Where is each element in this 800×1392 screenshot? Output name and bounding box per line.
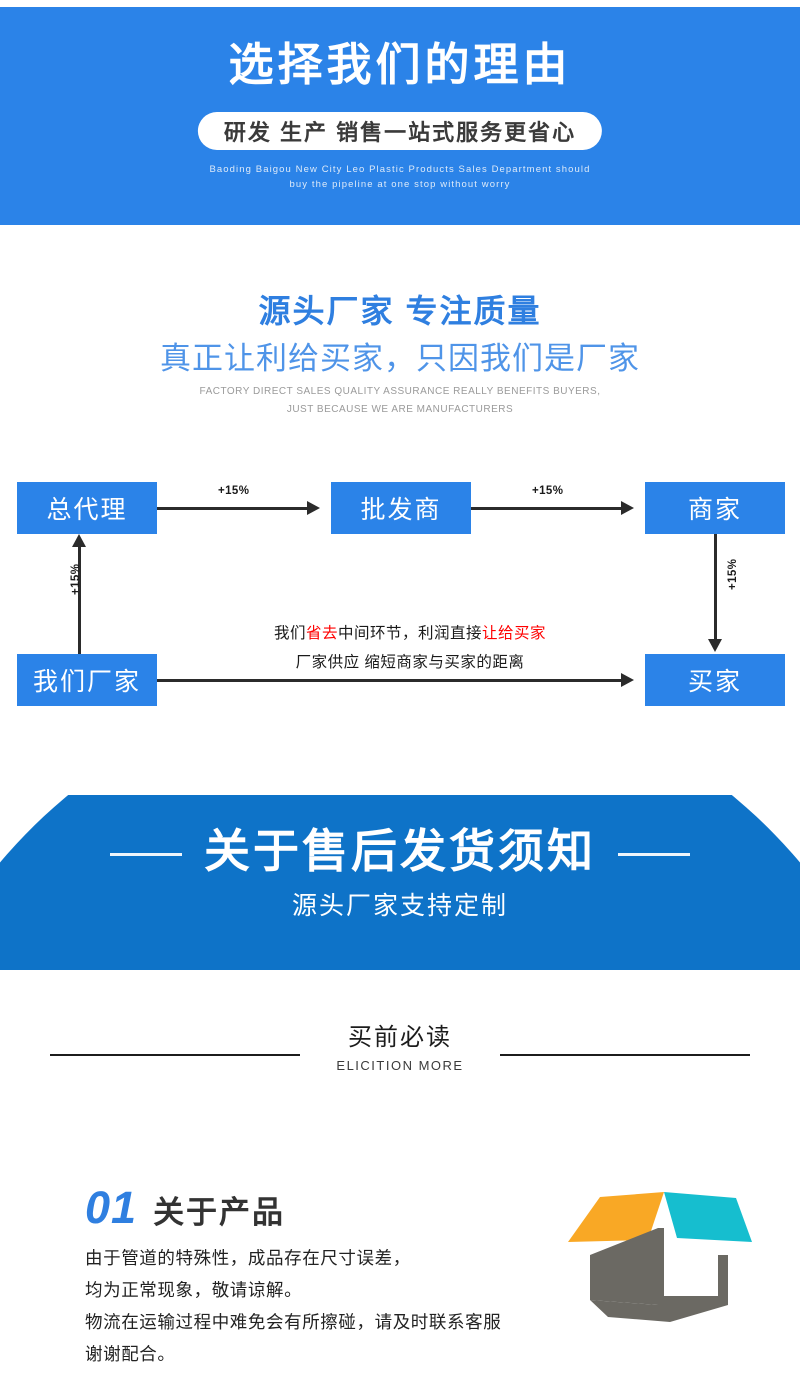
product-note-section: 01 关于产品 由于管道的特殊性，成品存在尺寸误差， 均为正常现象，敬请谅解。 …: [0, 1160, 800, 1392]
hero-slogan-text: 研发 生产 销售一站式服务更省心: [223, 120, 577, 145]
flow-node-buyer: 买家: [645, 654, 785, 706]
open-box-icon: [560, 1170, 785, 1345]
hero-slogan-pill: 研发 生产 销售一站式服务更省心: [197, 112, 603, 150]
distribution-flow-diagram: 总代理 批发商 商家 我们厂家 买家 +15% +15% +15% +15% 我…: [0, 240, 800, 780]
flow-middle-text-line-1: 我们省去中间环节，利润直接让给买家: [200, 621, 620, 646]
product-note-line-3: 物流在运输过程中难免会有所擦碰，请及时联系客服: [85, 1312, 502, 1332]
flow-middle-text-2-part-2: 商家与买家的距离: [396, 654, 525, 671]
flow-arrow-head-factory-agent: [72, 534, 86, 547]
hero-english-caption: Baoding Baigou New City Leo Plastic Prod…: [0, 162, 800, 192]
flow-middle-text-1-highlight-1: 省去: [305, 625, 338, 642]
box-body-right: [658, 1255, 728, 1305]
factory-direct-english: FACTORY DIRECT SALES QUALITY ASSURANCE R…: [0, 383, 800, 419]
flow-middle-text-2-part-1: 厂家供应: [295, 654, 365, 671]
flow-middle-text-1-highlight-2: 让给买家: [482, 625, 547, 642]
box-right-flap: [664, 1192, 752, 1242]
product-note-line-4: 谢谢配合。: [85, 1344, 176, 1364]
divider-line-left: [50, 1054, 300, 1056]
flow-arrow-head-seller-buyer: [708, 639, 722, 652]
flow-arrow-head-factory-buyer: [621, 673, 634, 687]
banner-subtitle: 源头厂家支持定制: [291, 892, 508, 920]
product-note-heading: 关于产品: [153, 1195, 286, 1230]
flow-arrow-line-seller-buyer: [714, 534, 717, 639]
read-before-buying-divider: 买前必读 ELICITION MORE: [0, 1012, 800, 1082]
flow-arrow-head-agent-wholesaler: [307, 501, 320, 515]
flow-middle-text-1-part-2: 中间环节，利润直接: [338, 625, 483, 642]
flow-node-wholesaler: 批发商: [331, 482, 471, 534]
factory-direct-subheadline: 真正让利给买家，只因我们是厂家: [160, 341, 640, 376]
flow-arrow-line-agent-wholesaler: [157, 507, 307, 510]
flow-arrow-line-factory-agent: [78, 547, 81, 654]
flow-node-our-factory: 我们厂家: [17, 654, 157, 706]
banner-rule-right: [618, 853, 690, 856]
factory-direct-english-line-1: FACTORY DIRECT SALES QUALITY ASSURANCE R…: [199, 386, 601, 397]
divider-line-right: [500, 1054, 750, 1056]
flow-markup-seller-buyer: +15%: [727, 558, 739, 590]
flow-arrow-line-factory-buyer: [157, 679, 621, 682]
box-body-inner-edge: [658, 1228, 664, 1305]
banner-curved-background: [0, 795, 800, 970]
flow-markup-wholesaler-seller: +15%: [532, 485, 564, 497]
banner-rule-left: [110, 853, 182, 856]
box-body-left: [590, 1228, 658, 1305]
divider-title-chinese: 买前必读: [348, 1024, 452, 1051]
flow-markup-agent-wholesaler: +15%: [218, 485, 250, 497]
after-sales-banner: 关于售后发货须知 源头厂家支持定制: [0, 795, 800, 970]
hero-banner: 选择我们的理由 研发 生产 销售一站式服务更省心 Baoding Baigou …: [0, 7, 800, 225]
hero-title: 选择我们的理由: [228, 39, 572, 90]
flow-middle-text-1-part-1: 我们: [273, 625, 306, 642]
product-note-line-1: 由于管道的特殊性，成品存在尺寸误差，: [85, 1248, 411, 1268]
flow-middle-text-line-2: 厂家供应 缩短商家与买家的距离: [200, 650, 620, 675]
flow-middle-text-2-highlight-1: 缩短: [364, 654, 397, 671]
divider-title-english: ELICITION MORE: [336, 1058, 464, 1073]
product-note-line-2: 均为正常现象，敬请谅解。: [85, 1280, 303, 1300]
hero-english-line-1: Baoding Baigou New City Leo Plastic Prod…: [209, 164, 591, 175]
flow-arrow-line-wholesaler-seller: [471, 507, 621, 510]
box-body-front: [590, 1300, 728, 1322]
product-note-body: 由于管道的特殊性，成品存在尺寸误差， 均为正常现象，敬请谅解。 物流在运输过程中…: [85, 1242, 605, 1370]
flow-node-seller: 商家: [645, 482, 785, 534]
box-left-flap: [568, 1192, 664, 1242]
flow-markup-factory-agent: +15%: [70, 563, 82, 595]
banner-title: 关于售后发货须知: [204, 825, 596, 877]
factory-direct-english-line-2: JUST BECAUSE WE ARE MANUFACTURERS: [286, 404, 514, 415]
flow-arrow-head-wholesaler-seller: [621, 501, 634, 515]
open-box-icon-svg: [568, 1192, 752, 1322]
flow-node-general-agent: 总代理: [17, 482, 157, 534]
hero-english-line-2: buy the pipeline at one stop without wor…: [289, 179, 511, 190]
product-note-number: 01: [85, 1182, 138, 1233]
factory-direct-headline: 源头厂家 专注质量: [258, 293, 542, 329]
factory-direct-section: 源头厂家 专注质量 真正让利给买家，只因我们是厂家 FACTORY DIRECT…: [0, 240, 800, 780]
product-note-header: 01 关于产品: [85, 1185, 285, 1230]
